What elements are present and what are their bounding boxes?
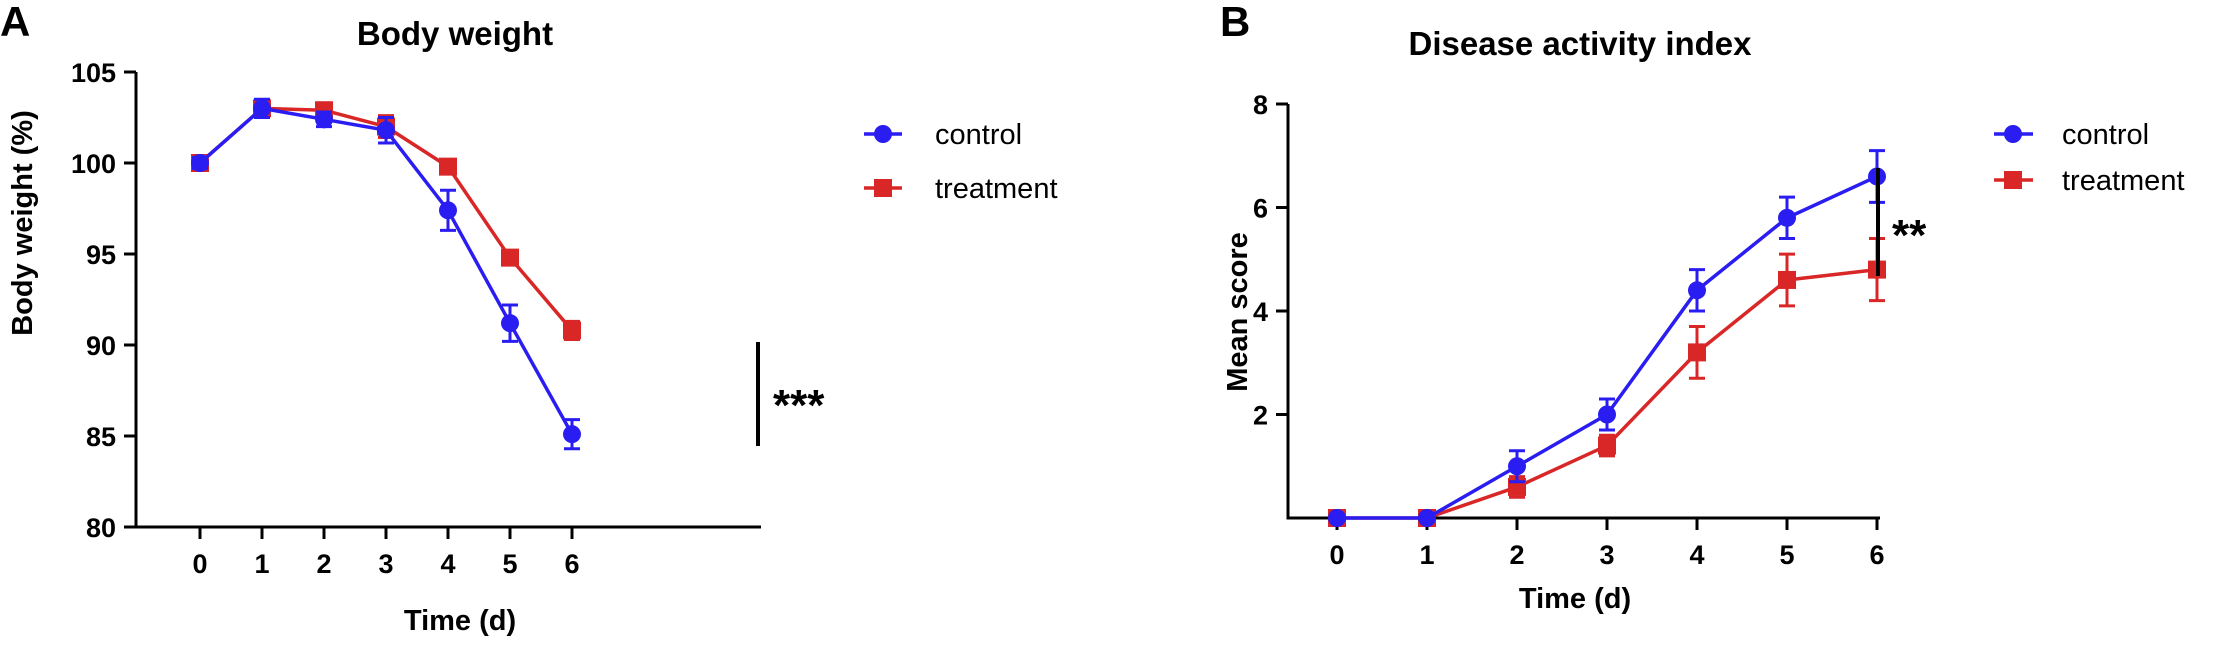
x-tick-label-b: 0: [1329, 540, 1344, 570]
data-point-treatment-b: [1688, 343, 1706, 362]
data-point-control-a: [377, 121, 395, 140]
x-tick-label-a: 6: [564, 549, 579, 579]
data-point-treatment-a: [501, 248, 519, 267]
significance-label-b: **: [1892, 211, 1927, 260]
series-line-control-b: [1337, 174, 1878, 520]
significance-label-a: ***: [773, 381, 825, 430]
legend-marker-control-b: [2004, 125, 2022, 143]
legend-item-treatment-a: treatment: [864, 173, 1058, 205]
y-tick-label-a: 95: [86, 240, 116, 270]
legend-label-treatment-a: treatment: [935, 173, 1058, 205]
chart-title-a: Body weight: [357, 15, 553, 52]
y-tick-label-b: 8: [1253, 90, 1268, 120]
data-point-control-b: [1328, 509, 1346, 527]
x-tick-label-a: 5: [502, 549, 517, 579]
x-tick-label-b: 2: [1509, 540, 1524, 570]
x-tick-label-a: 4: [440, 549, 455, 579]
legend-item-control-a: control: [864, 119, 1022, 151]
x-axis-label-a: Time (d): [404, 605, 516, 637]
x-tick-label-b: 6: [1869, 540, 1884, 570]
legend-a: control treatment: [864, 119, 1058, 205]
legend-b: control treatment: [1994, 119, 2185, 197]
legend-label-control-b: control: [2062, 119, 2149, 151]
x-tick-label-b: 3: [1599, 540, 1614, 570]
series-group-b: [1328, 149, 1886, 527]
panel-a: A Body weight Body weight (%) Time (d) 0…: [0, 0, 1058, 637]
legend-marker-treatment-a: [874, 179, 892, 197]
y-tick-label-b: 2: [1253, 401, 1268, 431]
x-tick-label-b: 5: [1779, 540, 1794, 570]
data-point-control-b: [1508, 457, 1526, 476]
data-point-control-a: [563, 425, 581, 444]
legend-item-treatment-b: treatment: [1994, 165, 2185, 197]
data-point-treatment-a: [439, 157, 457, 176]
data-point-treatment-b: [1778, 270, 1796, 289]
axis-ticks-b: 0 1 2 3 4 5 6 2 4 6 8: [1253, 90, 1885, 570]
y-tick-label-a: 105: [71, 58, 116, 88]
series-line-treatment-b: [1337, 267, 1878, 520]
y-tick-label-b: 4: [1253, 297, 1268, 327]
series-group-a: [191, 97, 581, 451]
data-point-control-a: [315, 110, 333, 129]
x-tick-label-b: 1: [1419, 540, 1434, 570]
data-point-control-b: [1598, 405, 1616, 424]
legend-marker-treatment-b: [2004, 171, 2022, 189]
panel-b: B Disease activity index Mean score Time…: [1220, 0, 2185, 615]
axis-ticks-a: 0 1 2 3 4 5 6 80 85 90 95 100 105: [71, 58, 580, 579]
data-point-control-b: [1688, 281, 1706, 300]
y-tick-label-a: 80: [86, 513, 116, 543]
legend-marker-control-a: [874, 125, 892, 143]
data-point-control-a: [501, 314, 519, 333]
x-tick-label-a: 3: [378, 549, 393, 579]
y-axis-label-b: Mean score: [1222, 232, 1254, 392]
x-tick-label-a: 0: [192, 549, 207, 579]
data-point-control-a: [439, 201, 457, 220]
x-axis-label-b: Time (d): [1519, 583, 1631, 615]
data-point-control-b: [1418, 509, 1436, 527]
chart-title-b: Disease activity index: [1408, 25, 1752, 62]
panel-label-b: B: [1220, 0, 1250, 45]
x-tick-label-a: 2: [316, 549, 331, 579]
data-point-treatment-a: [563, 321, 581, 340]
legend-label-treatment-b: treatment: [2062, 165, 2185, 197]
y-tick-label-a: 100: [71, 149, 116, 179]
data-point-control-a: [253, 99, 271, 118]
series-line-control-a: [198, 106, 574, 436]
y-tick-label-b: 6: [1253, 194, 1268, 224]
x-tick-label-b: 4: [1689, 540, 1704, 570]
data-point-control-b: [1778, 208, 1796, 227]
data-point-control-a: [191, 154, 209, 172]
y-axis-label-a: Body weight (%): [7, 110, 39, 336]
panel-label-a: A: [0, 0, 30, 45]
legend-item-control-b: control: [1994, 119, 2149, 151]
y-tick-label-a: 90: [86, 331, 116, 361]
data-point-treatment-b: [1598, 436, 1616, 455]
legend-label-control-a: control: [935, 119, 1022, 151]
x-tick-label-a: 1: [254, 549, 269, 579]
y-tick-label-a: 85: [86, 422, 116, 452]
